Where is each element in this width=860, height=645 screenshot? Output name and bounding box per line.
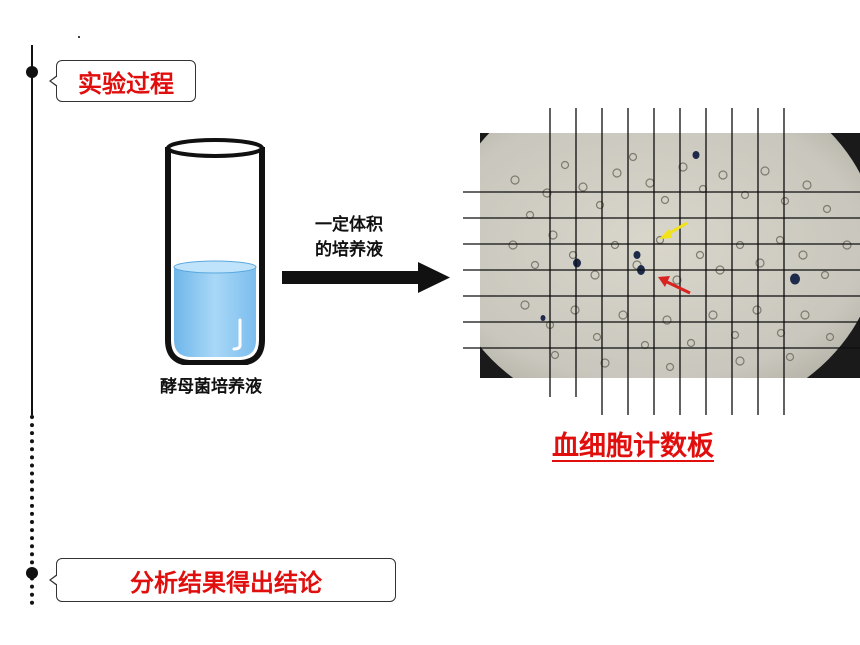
arrow-shaft bbox=[282, 271, 420, 284]
yellow-pointer-arrow bbox=[659, 221, 688, 239]
timeline-node-process bbox=[26, 66, 38, 78]
hemocytometer-title: 血细胞计数板 bbox=[552, 431, 714, 462]
step-process-callout: 实验过程 bbox=[49, 60, 196, 102]
counting-grid bbox=[463, 108, 860, 415]
step-analysis-label: 分析结果得出结论 bbox=[130, 568, 322, 597]
tube-rim bbox=[166, 138, 264, 158]
step-analysis-callout: 分析结果得出结论 bbox=[49, 558, 396, 602]
red-pointer-arrow bbox=[658, 276, 691, 295]
timeline-dotted-line bbox=[30, 415, 34, 605]
arrow-head bbox=[418, 262, 450, 293]
timeline-line bbox=[31, 45, 33, 415]
stained-cells bbox=[540, 151, 800, 321]
timeline-node-analysis bbox=[26, 567, 38, 579]
liquid-surface bbox=[173, 260, 257, 274]
tube-highlight bbox=[232, 318, 242, 351]
step-process-label: 实验过程 bbox=[78, 69, 174, 98]
hemocytometer-view bbox=[463, 108, 860, 415]
transfer-arrow bbox=[282, 262, 450, 293]
arrow-label-line2: 的培养液 bbox=[315, 240, 383, 260]
test-tube-figure bbox=[165, 138, 265, 365]
arrow-label-line1: 一定体积 bbox=[315, 215, 383, 235]
stray-dot bbox=[78, 36, 80, 38]
tube-glass bbox=[165, 147, 265, 365]
tube-caption: 酵母菌培养液 bbox=[160, 377, 262, 397]
tube-liquid bbox=[174, 267, 256, 357]
